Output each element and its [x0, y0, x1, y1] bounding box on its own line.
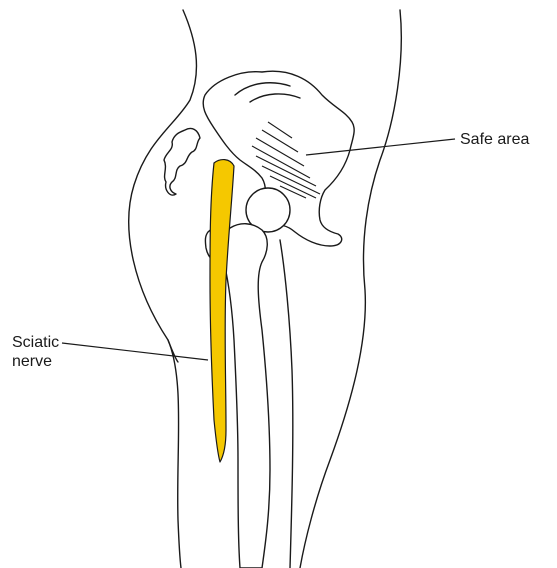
safe-area-label: Safe area: [460, 131, 529, 148]
gluteal-fold: [168, 340, 178, 362]
body-outline-left: [129, 10, 197, 568]
sciatic-label-line1: Sciatic: [12, 334, 59, 351]
femur-shaft: [223, 224, 270, 568]
sciatic-leader: [62, 343, 208, 360]
sciatic-label-line2: nerve: [12, 353, 52, 370]
sacrum-bone: [164, 128, 200, 195]
femur-inner-line: [280, 240, 293, 568]
sciatic-nerve: [210, 160, 234, 462]
